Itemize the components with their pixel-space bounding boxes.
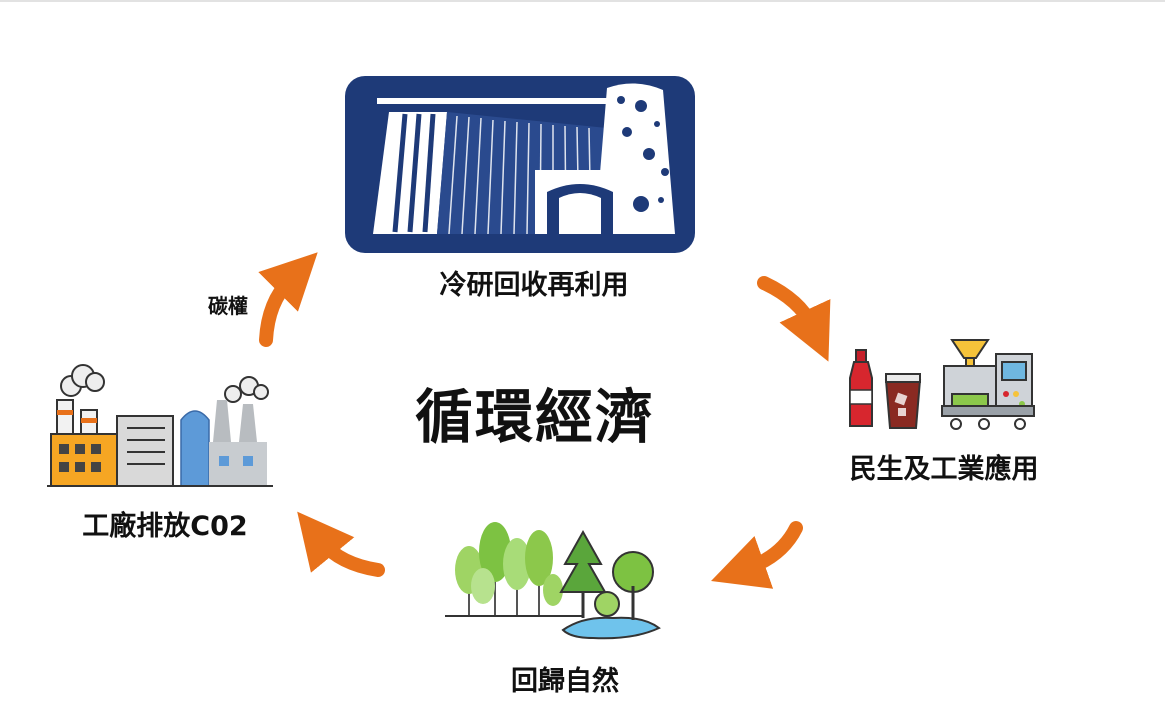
arrow-top-to-right [757, 276, 831, 362]
arrow-label-carbon-credit: 碳權 [208, 294, 248, 318]
arrow-right-to-bottom [711, 521, 803, 589]
arrow-left-to-top [258, 252, 318, 347]
node-label-applications: 民生及工業應用 [849, 454, 1039, 485]
recycling-plant-icon [345, 76, 695, 253]
top-divider [0, 0, 1165, 2]
factory-emission-icon [47, 364, 273, 487]
node-label-factory: 工廠排放C02 [82, 511, 248, 542]
node-label-recycling: 冷研回收再利用 [439, 270, 629, 301]
beverage-production-icon [849, 339, 1035, 430]
forest-icon [445, 522, 661, 640]
arrow-bottom-to-left [297, 511, 385, 577]
center-title: 循環經濟 [414, 383, 656, 451]
node-label-nature: 回歸自然 [511, 666, 619, 697]
